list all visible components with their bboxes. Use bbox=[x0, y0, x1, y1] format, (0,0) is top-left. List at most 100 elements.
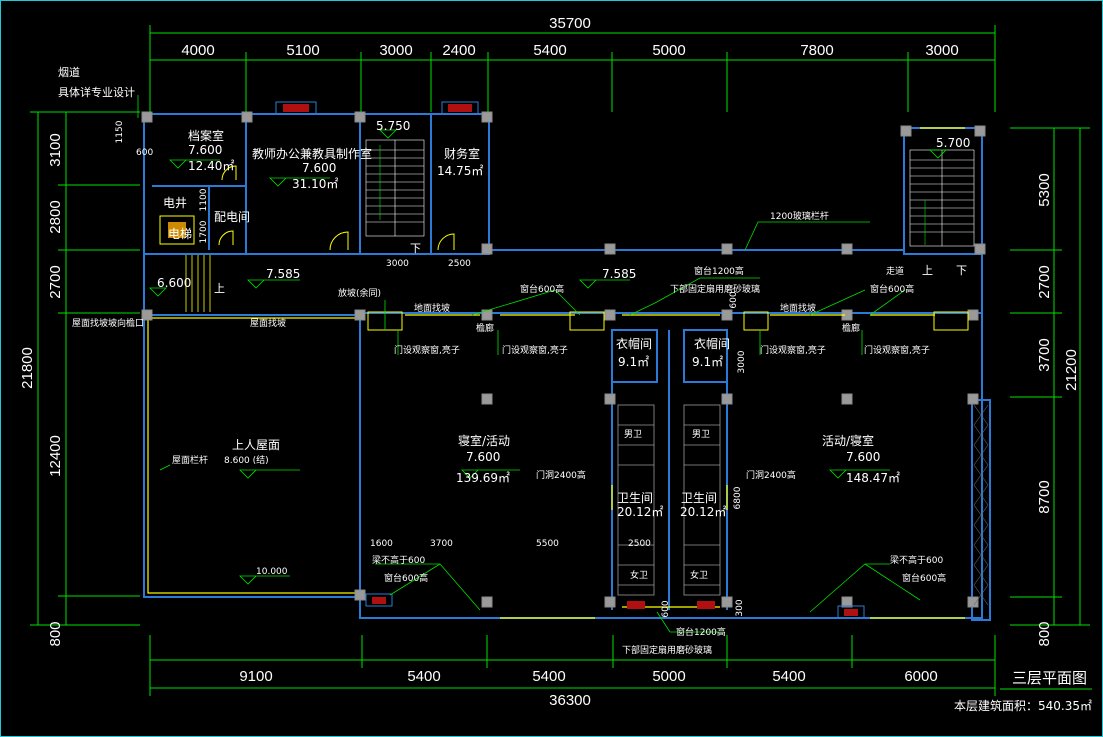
stair-up-left: 上 bbox=[214, 282, 225, 295]
room-dorm-r-area: 148.47㎡ bbox=[846, 471, 900, 485]
room-mwc-l: 男卫 bbox=[624, 429, 642, 440]
elevator-shaft bbox=[159, 215, 195, 245]
room-elevator-name: 电梯 bbox=[168, 227, 192, 241]
room-teacher-area: 31.10㎡ bbox=[292, 177, 338, 191]
dim-top-1: 4000 bbox=[181, 42, 214, 59]
room-cloak-l-name: 衣帽间 bbox=[616, 336, 652, 351]
dim-1150: 1150 bbox=[115, 120, 125, 143]
room-cloak-r-area: 9.1㎡ bbox=[692, 355, 723, 369]
dim-left-4: 12400 bbox=[47, 435, 64, 477]
dim-bottom-5: 5400 bbox=[772, 668, 805, 685]
columns bbox=[141, 111, 986, 608]
door-obs-c: 门设观察窗,亮子 bbox=[760, 344, 826, 356]
room-fwc-l: 女卫 bbox=[630, 569, 648, 581]
ramp-note: 放坡(余同) bbox=[338, 287, 381, 299]
dim-right-2: 2700 bbox=[1036, 265, 1053, 298]
level-teacher: 7.600 bbox=[302, 161, 336, 175]
dim-bottom-3: 5400 bbox=[532, 668, 565, 685]
left-dimension-lines bbox=[30, 111, 140, 626]
door-2400-a-note: 门洞2400高 bbox=[536, 469, 586, 481]
dim-bottom-1: 9100 bbox=[239, 668, 272, 685]
dim-3000-a: 3000 bbox=[386, 259, 409, 269]
dim-bottom-4: 5000 bbox=[652, 668, 685, 685]
stair-up-right: 上 bbox=[922, 264, 933, 277]
dim-left-total: 21800 bbox=[19, 347, 36, 389]
level-stair-right: 5.700 bbox=[936, 136, 970, 150]
room-dorm-r-name: 活动/寝室 bbox=[822, 433, 874, 448]
rail-1200-note: 1200玻璃栏杆 bbox=[770, 210, 829, 222]
sill-600-b-note: 窗台600高 bbox=[870, 283, 914, 295]
dim-left-3: 2700 bbox=[47, 265, 64, 298]
room-wc-r-area: 20.12㎡ bbox=[680, 505, 726, 519]
room-archive-area: 12.40㎡ bbox=[188, 159, 234, 173]
level-corridor-a: 7.585 bbox=[266, 267, 300, 281]
room-dist-name: 配电间 bbox=[214, 210, 250, 224]
room-dorm-l-area: 139.69㎡ bbox=[456, 471, 510, 485]
dim-top-7: 7800 bbox=[800, 42, 833, 59]
bottom-dimension-lines bbox=[149, 635, 996, 696]
room-teacher-name: 教师办公兼教具制作室 bbox=[252, 146, 372, 161]
level-step: 6.600 bbox=[157, 276, 191, 290]
level-dorm-r: 7.600 bbox=[846, 450, 880, 464]
toilet-fixtures bbox=[617, 404, 721, 596]
sill-600-c-note: 窗台600高 bbox=[384, 572, 428, 584]
dim-bottom-total: 36300 bbox=[549, 692, 591, 709]
room-mwc-r: 男卫 bbox=[692, 429, 710, 440]
beam-b-note: 梁不高于600 bbox=[890, 554, 943, 566]
room-finance-area: 14.75㎡ bbox=[437, 164, 483, 178]
door-obs-b: 门设观察窗,亮子 bbox=[502, 344, 568, 356]
dim-right-1: 5300 bbox=[1036, 173, 1053, 206]
room-cloak-r-name: 衣帽间 bbox=[694, 336, 730, 351]
dim-1700: 1700 bbox=[199, 220, 209, 243]
right-dimension-lines bbox=[1010, 127, 1090, 626]
slope-note-b: 地面找坡 bbox=[780, 302, 816, 314]
level-markers bbox=[149, 129, 947, 585]
stairs-left bbox=[365, 139, 425, 237]
dim-top-8: 3000 bbox=[925, 42, 958, 59]
room-cloak-l-area: 9.1㎡ bbox=[618, 355, 649, 369]
dim-left-5: 800 bbox=[47, 621, 64, 646]
room-wc-l-area: 20.12㎡ bbox=[617, 505, 663, 519]
room-fwc-r: 女卫 bbox=[690, 569, 708, 581]
floor-area-note: 本层建筑面积：540.35㎡ bbox=[954, 698, 1092, 713]
level-dorm-l: 7.600 bbox=[466, 450, 500, 464]
windows bbox=[275, 101, 965, 619]
corridor-note: 走道 bbox=[886, 265, 904, 277]
drawing-title: 三层平面图 bbox=[1012, 669, 1087, 687]
leader-lines bbox=[137, 95, 921, 633]
dim-top-6: 5000 bbox=[652, 42, 685, 59]
sill-600-a-note: 窗台600高 bbox=[520, 283, 564, 295]
dim-top-5: 5400 bbox=[533, 42, 566, 59]
walls bbox=[143, 113, 991, 621]
dim-right-5: 800 bbox=[1036, 621, 1053, 646]
level-roof-low: 10.000 bbox=[256, 567, 288, 577]
dim-2500-b: 2500 bbox=[628, 539, 651, 549]
sill-600-d-note: 窗台600高 bbox=[902, 572, 946, 584]
level-roof: 8.600 (结) bbox=[224, 454, 269, 466]
slope-note-a: 地面找坡 bbox=[414, 302, 450, 314]
room-roof-name: 上人屋面 bbox=[232, 438, 280, 452]
dim-3000-b: 3000 bbox=[737, 350, 747, 373]
flue-note: 烟道 bbox=[58, 65, 80, 79]
glass-curtain-hatch bbox=[973, 404, 989, 606]
dim-600-a: 600 bbox=[136, 148, 153, 158]
dim-right-total: 21200 bbox=[1063, 349, 1080, 391]
dim-right-3: 3700 bbox=[1036, 338, 1053, 371]
dim-1600: 1600 bbox=[370, 539, 393, 549]
dim-bottom-2: 5400 bbox=[407, 668, 440, 685]
roof-rail-note: 屋面栏杆 bbox=[172, 454, 208, 466]
room-archive-name: 档案室 bbox=[188, 128, 224, 143]
level-stair-left: 5.750 bbox=[376, 119, 410, 133]
roof-slope-note-2: 屋面找坡 bbox=[250, 317, 286, 329]
dim-right-4: 8700 bbox=[1036, 480, 1053, 513]
sill-1200-bot-detail: 下部固定扇用磨砂玻璃 bbox=[622, 644, 712, 656]
dim-top-3: 3000 bbox=[379, 42, 412, 59]
dim-3700: 3700 bbox=[430, 539, 453, 549]
elevator-car bbox=[168, 222, 186, 238]
dim-600-b: 600 bbox=[729, 291, 739, 308]
eave-b-note: 檐廊 bbox=[842, 322, 860, 334]
level-corridor-b: 7.585 bbox=[602, 267, 636, 281]
level-archive: 7.600 bbox=[188, 143, 222, 157]
dim-top-total: 35700 bbox=[549, 15, 591, 32]
